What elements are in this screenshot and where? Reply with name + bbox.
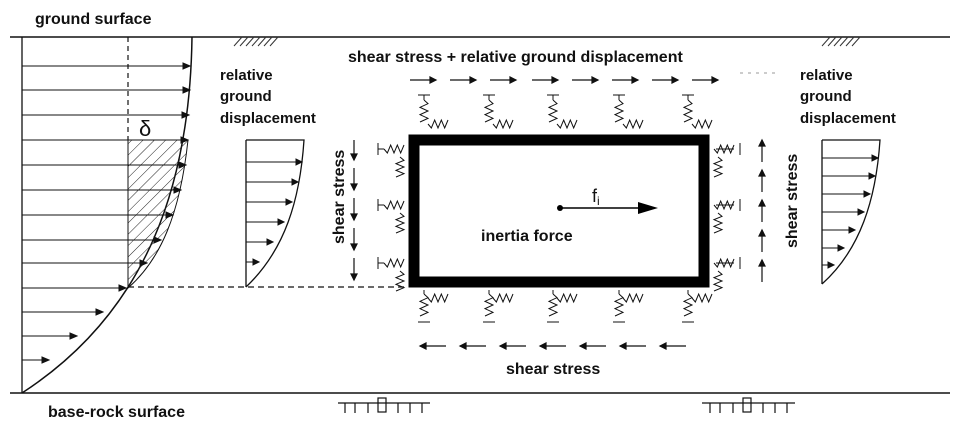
spring (712, 156, 724, 178)
spring (547, 293, 559, 317)
right-shear-arrows (758, 138, 766, 282)
spring (613, 99, 625, 123)
spring (622, 118, 644, 130)
spring (713, 143, 735, 155)
ground-hatch-right (821, 36, 861, 47)
inertia-force-arrow (557, 202, 658, 214)
relative-displacement-profile-left (245, 139, 305, 288)
right-shear-label: shear stress (784, 154, 801, 248)
spring (383, 143, 405, 155)
spring (713, 199, 735, 211)
spring (712, 212, 724, 234)
spring (682, 293, 694, 317)
spring (556, 118, 578, 130)
base-rock-symbol-left (338, 397, 430, 413)
spring (418, 99, 430, 123)
left-shear-label: shear stress (331, 150, 348, 244)
spring (394, 156, 406, 178)
top-shear-arrows (410, 76, 720, 84)
spring (427, 118, 449, 130)
left-shear-arrows (350, 140, 358, 282)
delta-symbol: δ (139, 116, 151, 141)
spring (427, 292, 449, 304)
spring (622, 292, 644, 304)
spring (713, 257, 735, 269)
bottom-shear-label: shear stress (506, 361, 600, 378)
spring (547, 99, 559, 123)
spring (394, 270, 406, 292)
relative-displacement-label-right: relative ground displacement (800, 67, 896, 127)
spring (383, 199, 405, 211)
inertia-force-label: inertia force (481, 228, 573, 245)
bottom-shear-arrows (418, 342, 686, 350)
spring (483, 293, 495, 317)
spring (418, 293, 430, 317)
soil-springs (377, 94, 741, 323)
spring (383, 257, 405, 269)
force-symbol: fi (592, 186, 600, 208)
base-rock-surface-label: base-rock surface (48, 404, 185, 421)
relative-displacement-profile-right (821, 139, 881, 285)
ground-surface-label: ground surface (35, 11, 152, 28)
spring (492, 118, 514, 130)
base-rock-symbol-right (702, 397, 795, 413)
ground-hatch-left (233, 36, 279, 47)
top-shear-label: shear stress + relative ground displacem… (348, 49, 683, 66)
spring (483, 99, 495, 123)
underground-structure (408, 134, 710, 288)
ground-displacement-profile (21, 36, 193, 394)
spring (691, 118, 713, 130)
spring (492, 292, 514, 304)
spring (394, 212, 406, 234)
spring (712, 270, 724, 292)
spring (691, 292, 713, 304)
spring (682, 99, 694, 123)
relative-displacement-label-left: relative ground displacement (220, 67, 316, 127)
spring (556, 292, 578, 304)
spring (613, 293, 625, 317)
